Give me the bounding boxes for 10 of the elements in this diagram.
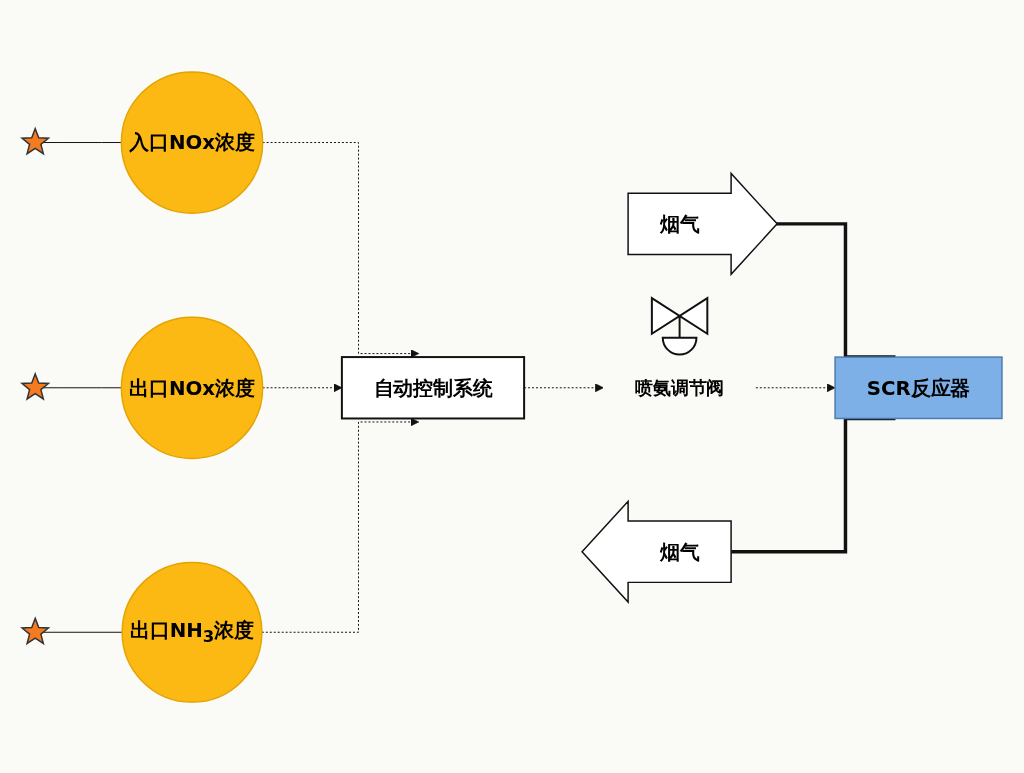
connector: [731, 416, 896, 553]
node-box: SCR反应器: [834, 355, 1003, 419]
node-label: 烟气: [659, 539, 700, 564]
node-circle: 出口NOx浓度: [120, 315, 264, 459]
connector: [41, 631, 123, 633]
node-label: 烟气: [659, 211, 700, 236]
node-box: 自动控制系统: [340, 355, 526, 419]
node-circle: 出口NH$_{3}$浓度: [121, 561, 263, 703]
node-circle: 入口NOx浓度: [120, 70, 264, 214]
node-text: 喷氨调节阀: [635, 376, 725, 398]
